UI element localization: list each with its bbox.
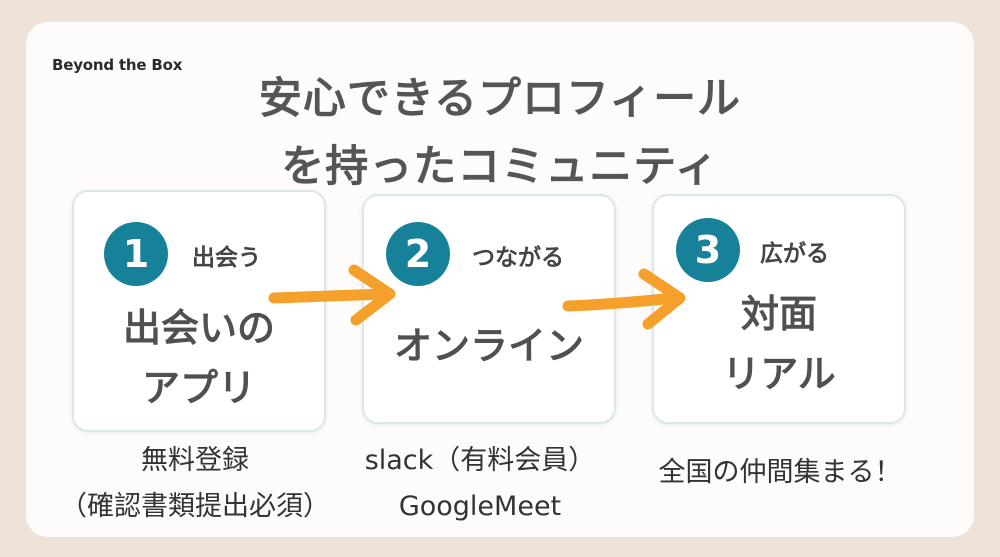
caption-line-1: 無料登録 [141, 445, 249, 476]
step-main-line-1: 対面 [740, 292, 817, 336]
arrow-right-icon [268, 264, 396, 326]
step-main-text: 出会いの アプリ [74, 298, 324, 418]
step-main-line-1: 出会いの [122, 306, 275, 350]
brand-logo: Beyond the Box [52, 56, 183, 74]
caption-line-1: slack（有料会員） [364, 445, 596, 476]
step-main-line-2: アプリ [141, 366, 256, 410]
step-main-text: 対面 リアル [654, 284, 904, 404]
step-verb: 出会う [192, 245, 261, 271]
step-main-line-2: リアル [722, 352, 836, 396]
caption-line-2: （確認書類提出必須） [60, 491, 330, 522]
step-1-caption: 無料登録 （確認書類提出必須） [30, 438, 360, 530]
caption-line-2: GoogleMeet [398, 491, 562, 522]
step-card-1: 1 出会う 出会いの アプリ [72, 190, 326, 432]
step-verb: 広がる [760, 241, 829, 267]
title-line-2: を持ったコミュニティ [281, 142, 719, 192]
step-2-caption: slack（有料会員） GoogleMeet [330, 438, 630, 530]
step-main-text: オンライン [364, 316, 614, 376]
step-main-line-1: オンライン [393, 324, 584, 368]
step-3-caption: 全国の仲間集まる！ [612, 450, 948, 496]
step-verb: つながる [472, 245, 564, 271]
title-line-1: 安心できるプロフィール [258, 74, 742, 124]
caption-line-1: 全国の仲間集まる！ [658, 457, 902, 488]
arrow-right-icon [562, 268, 686, 330]
step-number-badge: 1 [104, 222, 168, 286]
step-card-3: 3 広がる 対面 リアル [652, 194, 906, 424]
step-number-badge: 2 [386, 222, 450, 286]
step-number-badge: 3 [676, 218, 740, 282]
